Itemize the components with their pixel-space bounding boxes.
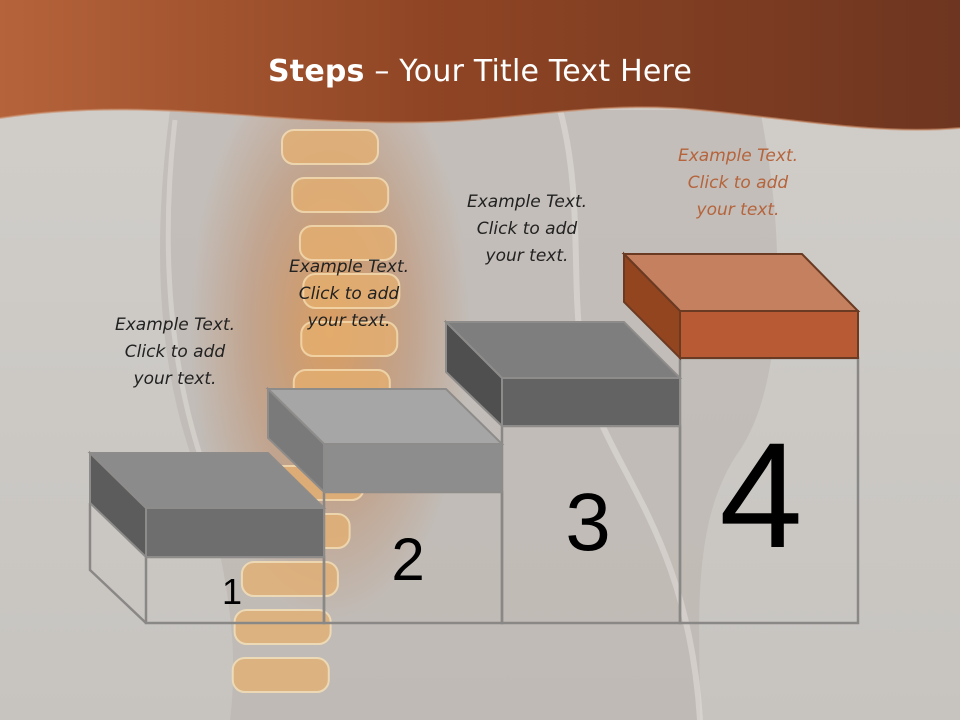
step-3-line-2: Click to add	[476, 219, 578, 239]
vertebra	[300, 321, 399, 357]
step-3-text[interactable]: Example Text. Click to add your text.	[427, 189, 627, 270]
step-1-line-2: Click to add	[124, 342, 226, 362]
step-4-lid	[621, 251, 861, 361]
title-rest: – Your Title Text Here	[364, 54, 693, 89]
vertebra	[298, 225, 397, 261]
step-3-lid	[443, 319, 683, 429]
step-1-line-3: your text.	[133, 369, 217, 389]
vertebra	[291, 177, 390, 213]
step-2-line-2: Click to add	[298, 284, 400, 304]
step-3-line-3: your text.	[485, 246, 569, 266]
step-1-side	[88, 503, 147, 624]
step-1-text[interactable]: Example Text. Click to add your text.	[75, 312, 275, 393]
vertebra	[240, 561, 339, 597]
step-1-line-1: Example Text.	[114, 315, 236, 335]
step-2-lid	[265, 386, 505, 495]
title-bold: Steps	[267, 54, 365, 89]
slide-title[interactable]: Steps – Your Title Text Here	[0, 54, 960, 89]
vertebra	[231, 657, 330, 693]
vertebra	[302, 273, 401, 309]
step-4-line-2: Click to add	[687, 173, 789, 193]
step-2-text[interactable]: Example Text. Click to add your text.	[249, 254, 449, 335]
step-2-line-1: Example Text.	[288, 257, 410, 277]
vertebra	[281, 129, 379, 165]
step-4-number: 4	[719, 411, 803, 579]
vertebra	[233, 609, 332, 645]
header-band	[0, 0, 960, 130]
step-3-line-1: Example Text.	[466, 192, 588, 212]
step-1-number: 1	[221, 571, 243, 612]
step-4-text[interactable]: Example Text. Click to add your text.	[638, 143, 838, 224]
step-4-line-3: your text.	[696, 200, 780, 220]
step-4-line-1: Example Text.	[677, 146, 799, 166]
step-3-number: 3	[565, 477, 611, 568]
step-2-number: 2	[391, 526, 425, 593]
step-1-lid	[87, 450, 327, 560]
step-2-line-3: your text.	[307, 311, 391, 331]
